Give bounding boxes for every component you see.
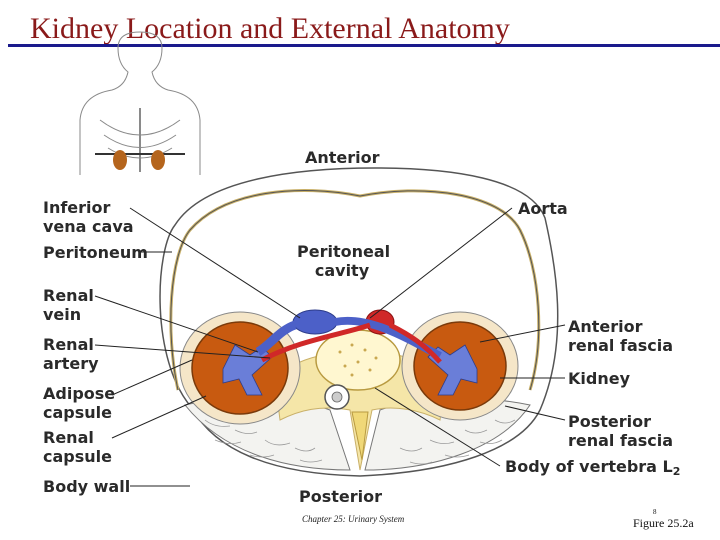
label-inferior-vena-cava: Inferior vena cava bbox=[43, 198, 134, 236]
right-renal-pelvis bbox=[427, 344, 478, 396]
label-aorta: Aorta bbox=[518, 199, 568, 218]
label-anterior-renal-fascia: Anterior renal fascia bbox=[568, 317, 674, 355]
label-posterior: Posterior bbox=[299, 487, 382, 506]
label-renal-vein: Renal vein bbox=[43, 286, 94, 324]
renal-artery-left bbox=[260, 322, 371, 363]
label-posterior-renal-fascia: Posterior renal fascia bbox=[568, 412, 674, 450]
vertebra-label-text: Body of vertebra L bbox=[505, 457, 673, 476]
leader-lines bbox=[94, 207, 566, 487]
thumbnail-left-kidney bbox=[113, 150, 127, 170]
vertebral-body bbox=[315, 329, 401, 391]
inferior-vena-cava bbox=[292, 309, 338, 335]
page-number: 8 bbox=[653, 508, 657, 516]
label-peritoneal-cavity: Peritoneal cavity bbox=[297, 242, 391, 280]
renal-artery-right bbox=[388, 322, 442, 364]
label-kidney: Kidney bbox=[568, 369, 631, 388]
thumbnail-right-kidney bbox=[151, 150, 165, 170]
label-peritoneum: Peritoneum bbox=[43, 243, 148, 262]
title-underline bbox=[8, 44, 720, 47]
vertebra-subscript: 2 bbox=[672, 465, 681, 478]
footer-chapter: Chapter 25: Urinary System bbox=[302, 514, 405, 524]
renal-vein-left bbox=[255, 320, 297, 356]
slide-title: Kidney Location and External Anatomy bbox=[30, 12, 510, 45]
torso-thumbnail bbox=[79, 31, 201, 175]
label-body-of-vertebra: Body of vertebra L2 bbox=[505, 457, 680, 481]
label-body-wall: Body wall bbox=[43, 477, 131, 496]
label-renal-artery: Renal artery bbox=[43, 335, 99, 373]
label-renal-capsule: Renal capsule bbox=[43, 428, 112, 466]
vertebra-spinous-process bbox=[351, 411, 369, 461]
label-anterior: Anterior bbox=[305, 148, 380, 167]
muscle-fibers bbox=[204, 419, 516, 465]
label-adipose-capsule: Adipose capsule bbox=[43, 384, 116, 422]
footer-figure: Figure 25.2a bbox=[633, 516, 694, 530]
vertebra-dots bbox=[338, 343, 378, 377]
